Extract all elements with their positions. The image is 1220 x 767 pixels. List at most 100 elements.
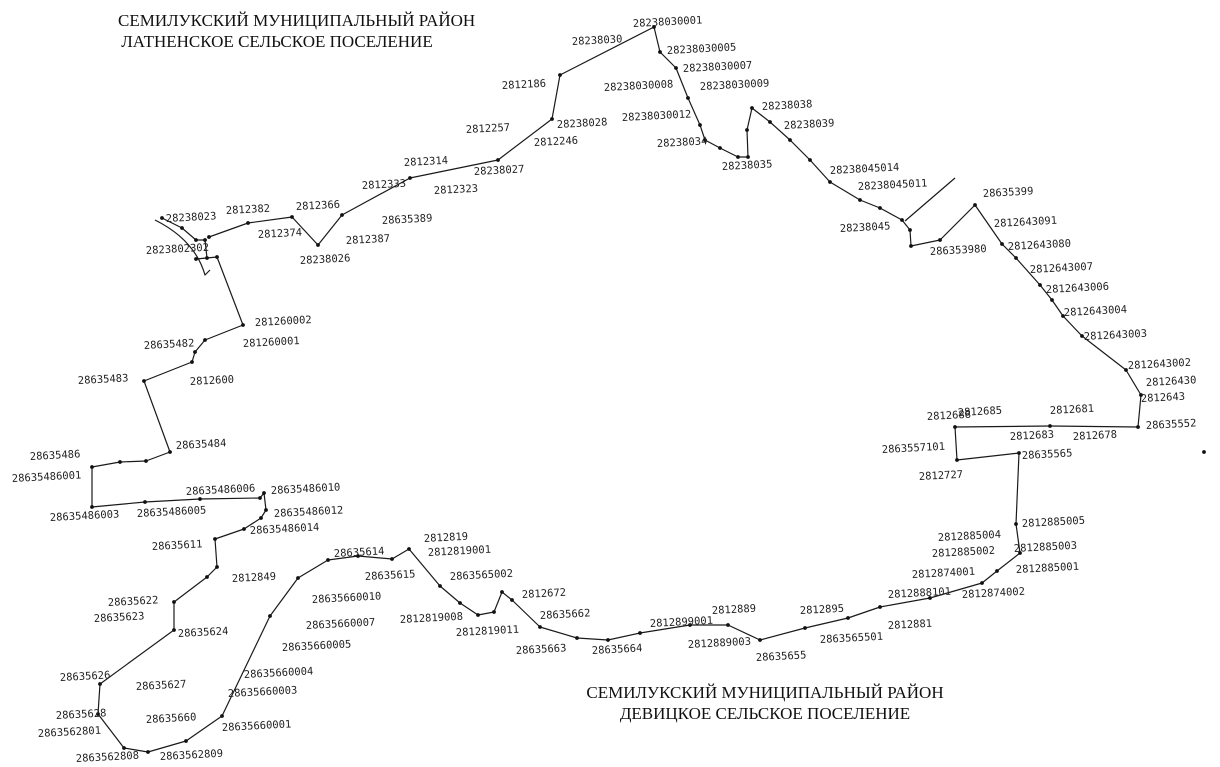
- point-label: 28238030007: [683, 59, 753, 75]
- point-label: 28635399: [983, 185, 1034, 200]
- point-label: 2812643007: [1030, 261, 1094, 276]
- point-label: 28635486014: [250, 521, 320, 537]
- point-label: 281260002: [255, 314, 312, 329]
- point-label: 2812257: [466, 122, 511, 136]
- boundary-vertex: [207, 235, 211, 239]
- point-label: 28635552: [1146, 417, 1197, 432]
- point-label: 2812874002: [962, 586, 1026, 601]
- boundary-vertex: [496, 158, 500, 162]
- point-label: 2812881: [888, 618, 933, 632]
- point-label: 28635660004: [244, 665, 314, 681]
- point-label: 2812819001: [428, 544, 492, 559]
- district-title-bottom: СЕМИЛУКСКИЙ МУНИЦИПАЛЬНЫЙ РАЙОН ДЕВИЦКОЕ…: [548, 682, 982, 724]
- point-label: 2812895: [800, 603, 845, 617]
- boundary-vertex: [1048, 424, 1052, 428]
- boundary-vertex: [316, 243, 320, 247]
- point-label: 2812688: [927, 409, 972, 423]
- boundary-vertex: [652, 25, 656, 29]
- boundary-vertex: [768, 120, 772, 124]
- district-name-top: СЕМИЛУКСКИЙ МУНИЦИПАЛЬНЫЙ РАЙОН: [118, 11, 476, 30]
- point-label: 28635626: [60, 669, 111, 684]
- boundary-vertex: [1061, 314, 1065, 318]
- point-label: 2812681: [1050, 403, 1095, 417]
- point-label: 28238028: [557, 116, 608, 131]
- boundary-vertex: [458, 601, 462, 605]
- settlement-name-bottom: ДЕВИЦКОЕ СЕЛЬСКОЕ ПОСЕЛЕНИЕ: [619, 704, 911, 723]
- boundary-vertex: [746, 155, 750, 159]
- boundary-vertex: [296, 576, 300, 580]
- point-label: 28635611: [152, 538, 203, 553]
- boundary-vertex: [575, 636, 579, 640]
- boundary-vertex: [858, 198, 862, 202]
- boundary-vertex: [143, 500, 147, 504]
- boundary-vertex: [205, 256, 209, 260]
- boundary-vertex: [808, 158, 812, 162]
- boundary-vertex: [193, 350, 197, 354]
- boundary-vertex: [241, 323, 245, 327]
- boundary-vertex: [686, 96, 690, 100]
- point-label: 2812874001: [912, 566, 976, 581]
- point-label: 28238038: [762, 98, 813, 113]
- point-label: 28635660007: [306, 616, 376, 632]
- district-title-top: СЕМИЛУКСКИЙ МУНИЦИПАЛЬНЫЙ РАЙОН ЛАТНЕНСК…: [118, 10, 476, 52]
- point-label: 28635486001: [12, 469, 82, 485]
- point-label: 28238030: [572, 33, 623, 48]
- boundary-vertex: [258, 496, 262, 500]
- point-label: 2812678: [1073, 429, 1118, 443]
- point-label: 2812889003: [688, 636, 752, 651]
- point-label: 28635660: [146, 711, 197, 726]
- point-label: 2823802302: [146, 242, 210, 257]
- boundary-vertex: [356, 554, 360, 558]
- point-label: 2812888101: [888, 586, 952, 601]
- point-label: 2812819011: [456, 624, 520, 639]
- point-label: 28238030009: [700, 77, 770, 93]
- point-label: 28635622: [108, 594, 159, 609]
- point-label: 28635483: [78, 372, 129, 387]
- boundary-vertex: [736, 155, 740, 159]
- boundary-vertex: [788, 138, 792, 142]
- point-label: 2812727: [919, 469, 964, 483]
- boundary-vertex: [1139, 393, 1143, 397]
- boundary-vertex: [203, 338, 207, 342]
- boundary-lines: [91, 26, 1142, 753]
- boundary-vertex: [90, 505, 94, 509]
- point-label: 28635486012: [274, 504, 344, 520]
- point-label: 28635627: [136, 678, 187, 693]
- point-label: 2812683: [1010, 429, 1055, 443]
- point-label: 2812885004: [938, 529, 1002, 544]
- point-label: 2812685: [958, 405, 1003, 419]
- boundary-vertex: [558, 73, 562, 77]
- boundary-vertex: [688, 623, 692, 627]
- boundary-vertex: [172, 628, 176, 632]
- point-label: 286353980: [930, 243, 987, 258]
- boundary-vertex: [658, 50, 662, 54]
- boundary-vertex: [180, 226, 184, 230]
- boundary-vertex: [928, 596, 932, 600]
- boundary-vertex: [909, 244, 913, 248]
- boundary-vertex: [220, 714, 224, 718]
- point-label: 2812885005: [1022, 515, 1086, 530]
- point-label: 28635565: [1022, 447, 1073, 462]
- boundary-vertex: [98, 682, 102, 686]
- boundary-vertex: [500, 590, 504, 594]
- boundary-vertex: [718, 146, 722, 150]
- point-label: 28238023: [166, 210, 217, 225]
- boundary-vertex: [908, 228, 912, 232]
- point-label: 2812819008: [400, 611, 464, 626]
- point-label: 2812643004: [1064, 304, 1128, 319]
- boundary-vertex: [242, 527, 246, 531]
- boundary-vertex: [1124, 368, 1128, 372]
- boundary-vertex: [476, 613, 480, 617]
- boundary-vertex: [973, 203, 977, 207]
- point-label: 2812600: [190, 374, 235, 388]
- point-label: 2812643006: [1046, 281, 1110, 296]
- boundary-vertex: [953, 425, 957, 429]
- boundary-vertex: [96, 712, 100, 716]
- boundary-vertex: [160, 216, 164, 220]
- boundary-vertex: [900, 218, 904, 222]
- boundary-vertex: [1014, 522, 1018, 526]
- point-label: 2812672: [522, 587, 567, 601]
- point-label: 28635663: [516, 642, 567, 657]
- boundary-line: [91, 26, 1142, 753]
